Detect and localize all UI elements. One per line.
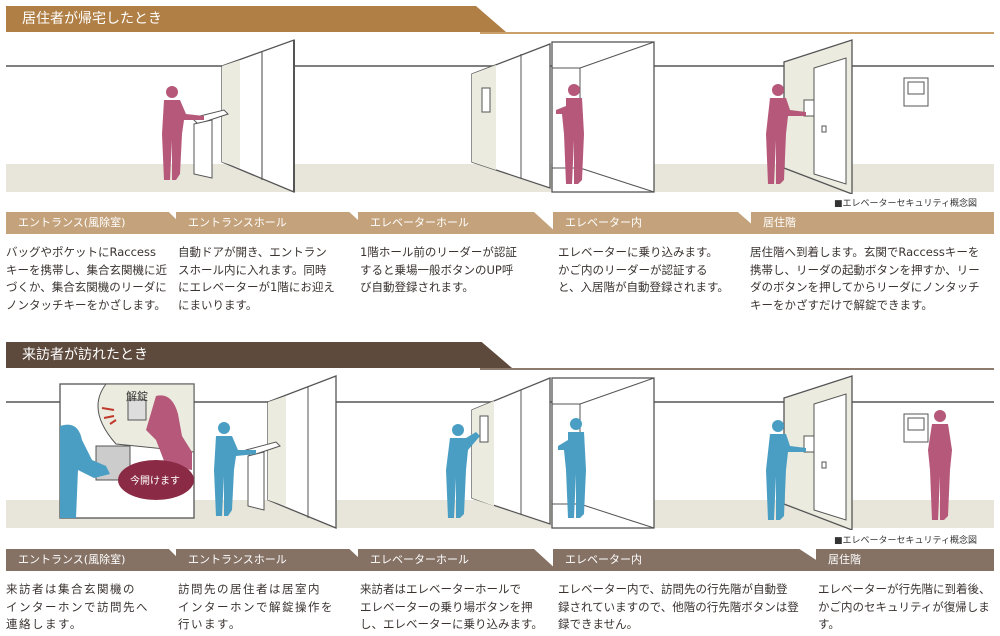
diagram-caption: ■エレベーターセキュリティ概念図 — [834, 536, 977, 546]
step-in-elevator: エレベーター内 — [553, 212, 763, 234]
section-rule — [480, 32, 994, 34]
step-description: 来訪者は集合玄関機の インターホンで訪問先へ 連絡します。 — [6, 582, 149, 631]
scene-illustration-visitor: 解錠 今開けます — [6, 375, 994, 530]
step-entrance-hall: エントランスホール — [176, 212, 373, 234]
step-description: 来訪者はエレベーターホールで エレベーターの乗り場ボタンを押 し、エレベーターに… — [360, 582, 543, 631]
step-description: エレベーターが行先階に到着後、 かご内のセキュリティが復帰します。 — [818, 582, 991, 631]
diagram-caption: ■エレベーターセキュリティ概念図 — [834, 199, 977, 209]
intercom-monitor-icon — [903, 413, 929, 443]
step-entrance-vestibule: エントランス(風除室) — [6, 549, 191, 571]
resident-figure — [766, 84, 806, 184]
resident-figure — [556, 84, 584, 184]
visitor-figure — [446, 424, 480, 518]
step-row-visitor: エントランス(風除室) エントランスホール エレベーターホール エレベーター内 … — [6, 549, 994, 571]
elevator-hall-panel — [471, 377, 551, 525]
step-description: 居住階へ到着します。玄関でRaccessキーを 携帯し、リーダの起動ボタンを押す… — [750, 245, 980, 312]
step-description: エレベーターに乗り込みます。 かご内のリーダーが認証する と、入居階が自動登録さ… — [558, 245, 729, 294]
step-elevator-hall: エレベーターホール — [358, 212, 558, 234]
step-description: 自動ドアが開き、エントラン スホール内に入れます。同時 にエレベーターが1階にお… — [178, 245, 335, 312]
entrance-door-panel — [221, 39, 295, 193]
intercom-monitor-icon — [903, 77, 929, 107]
section-header-visitor: 来訪者が訪れたとき — [6, 342, 512, 368]
step-elevator-hall: エレベーターホール — [358, 549, 558, 571]
intercom-inset: 解錠 今開けます — [59, 383, 195, 519]
step-entrance-hall: エントランスホール — [176, 549, 373, 571]
section-header-resident: 居住者が帰宅したとき — [6, 6, 506, 32]
step-residential-floor: 居住階 — [751, 212, 994, 234]
step-residential-floor: 居住階 — [816, 549, 994, 571]
kiosk-icon — [191, 109, 229, 179]
step-in-elevator: エレベーター内 — [553, 549, 833, 571]
step-description: バッグやポケットにRaccess キーを携帯し、集合玄関機に近 づくか、集合玄関… — [6, 245, 167, 312]
step-description: エレベーター内で、訪問先の行先階が自動登 録されていますので、他階の行先階ボタン… — [558, 582, 799, 631]
step-description: 1階ホール前のリーダーが認証 すると乗場一般ボタンのUP呼 び自動登録されます。 — [360, 245, 517, 294]
step-row-resident: エントランス(風除室) エントランスホール エレベーターホール エレベーター内 … — [6, 212, 994, 234]
section-rule — [480, 368, 994, 370]
scene-illustration-resident — [6, 39, 994, 194]
residence-door — [783, 375, 853, 530]
speech-bubble-text: 今開けます — [130, 474, 180, 487]
residence-door — [783, 39, 853, 194]
visitor-figure — [558, 418, 586, 518]
step-description: 訪問先の居住者は居室内 インターホンで解錠操作を 行います。 — [178, 582, 334, 631]
unlock-label: 解錠 — [126, 389, 148, 403]
entrance-door-panel — [267, 375, 337, 529]
visitor-figure — [766, 420, 806, 520]
elevator-hall-panel — [471, 43, 551, 189]
resident-figure — [928, 410, 952, 520]
step-entrance-vestibule: エントランス(風除室) — [6, 212, 191, 234]
visitor-figure — [214, 422, 256, 516]
resident-figure — [162, 86, 204, 180]
